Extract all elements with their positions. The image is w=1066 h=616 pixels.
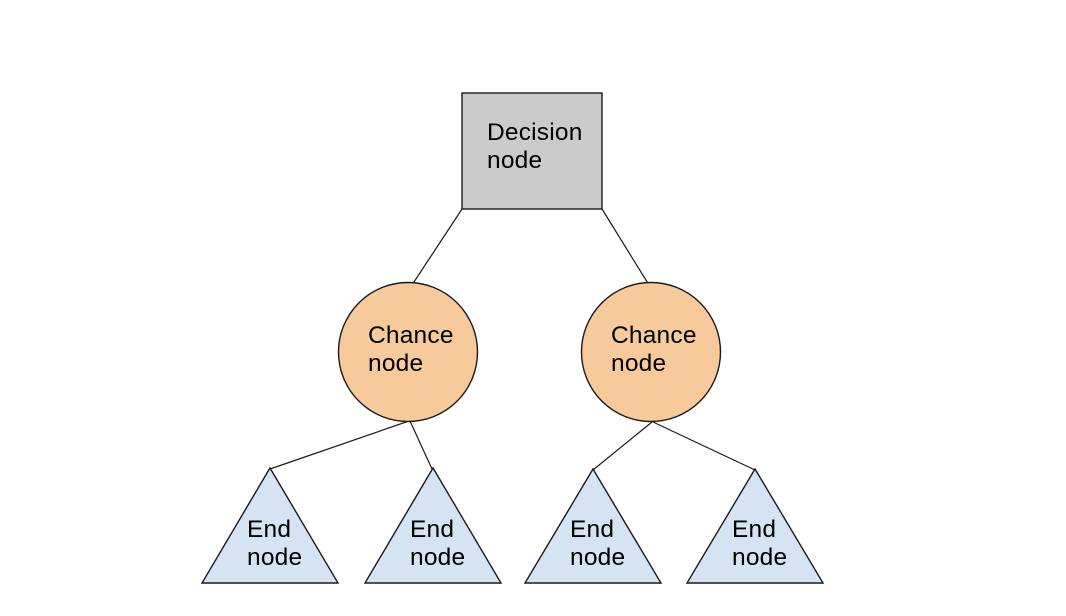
end-node-1-label: End node (247, 516, 303, 571)
end-node-3-label: End node (570, 516, 626, 571)
end-node-1-shape (200, 466, 340, 584)
edge-chance-right-to-end-3 (592, 421, 653, 471)
edge-decision-to-chance-left (411, 208, 463, 286)
chance-node-right-shape (580, 281, 722, 423)
chance-node-left-label: Chance node (368, 322, 454, 377)
chance-node-left-shape (337, 281, 479, 423)
edge-chance-right-to-end-4 (652, 421, 756, 471)
decision-node-shape (461, 92, 603, 210)
edge-decision-to-chance-right (601, 208, 650, 286)
end-node-4-shape (685, 467, 825, 584)
edge-chance-left-to-end-1 (269, 420, 410, 470)
end-node-2-label: End node (410, 516, 466, 571)
end-node-3-shape (523, 467, 663, 584)
decision-node-label: Decision node (487, 119, 583, 174)
edge-chance-left-to-end-2 (409, 420, 433, 470)
chance-node-right-label: Chance node (611, 322, 697, 377)
end-node-2-shape (363, 466, 503, 584)
end-node-4-label: End node (732, 516, 788, 571)
